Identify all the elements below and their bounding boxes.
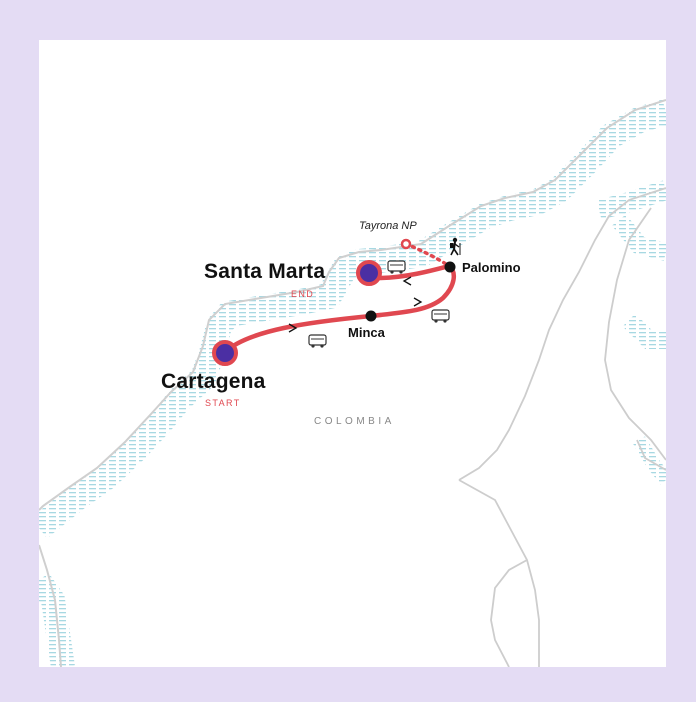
cartagena-label: Cartagena bbox=[161, 370, 266, 393]
stop-cartagena[interactable] bbox=[212, 340, 238, 366]
stop-palomino[interactable] bbox=[444, 261, 456, 273]
map-canvas bbox=[39, 99, 666, 667]
bus-icon bbox=[431, 309, 450, 323]
tayrona-label: Tayrona NP bbox=[359, 220, 417, 232]
bus-icon bbox=[308, 334, 327, 348]
santa-marta-end-tag: END bbox=[291, 289, 315, 299]
coastline bbox=[39, 99, 666, 511]
coastline-water bbox=[39, 99, 666, 667]
direction-chevrons bbox=[288, 276, 423, 333]
bus-icon bbox=[387, 260, 406, 274]
route-map: Santa Marta END Cartagena START Minca Pa… bbox=[39, 40, 666, 667]
stop-santa-marta[interactable] bbox=[356, 260, 382, 286]
stop-minca[interactable] bbox=[365, 310, 377, 322]
minca-label: Minca bbox=[348, 325, 385, 340]
country-label: COLOMBIA bbox=[314, 416, 395, 427]
santa-marta-label: Santa Marta bbox=[204, 260, 326, 283]
hiker-icon bbox=[450, 237, 461, 256]
palomino-label: Palomino bbox=[462, 260, 521, 275]
cartagena-start-tag: START bbox=[205, 398, 241, 408]
tayrona-marker bbox=[400, 238, 412, 250]
country-borders bbox=[458, 187, 666, 667]
